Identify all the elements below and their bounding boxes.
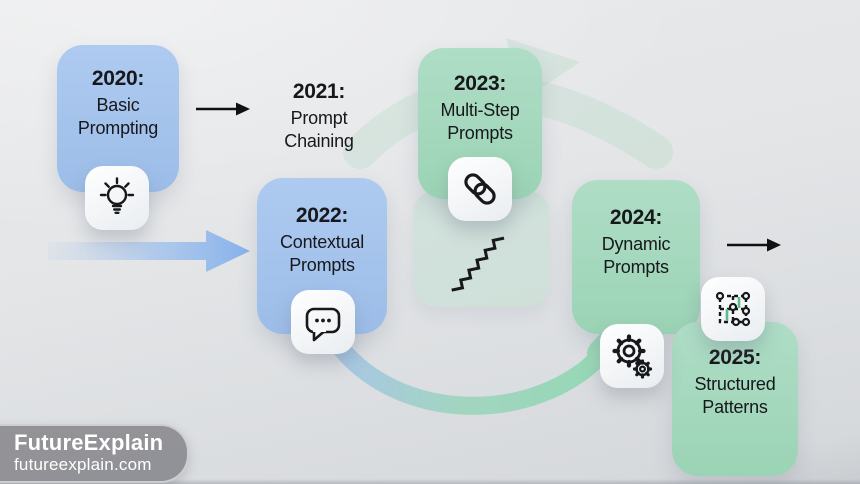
brand-name: FutureExplain — [14, 430, 164, 455]
brand-website: futureexplain.com — [14, 455, 152, 474]
speech-bubble-icon — [291, 290, 355, 354]
card-year: 2023: — [453, 72, 507, 95]
card-year: 2021: — [292, 80, 346, 103]
network-grid-icon — [701, 277, 765, 341]
arrow-2020-to-2021-icon — [196, 102, 250, 116]
card-line1: Contextual — [279, 232, 365, 252]
card-line1: Dynamic — [601, 234, 671, 254]
timeline-card-2022: 2022: Contextual Prompts — [257, 178, 387, 334]
gears-icon — [600, 324, 664, 388]
card-line2: Prompting — [77, 118, 159, 138]
timeline-card-2025: 2025: Structured Patterns — [672, 322, 798, 476]
arrow-2024-to-2025-icon — [727, 238, 781, 252]
card-line1: Structured — [694, 374, 776, 394]
chain-link-icon — [448, 157, 512, 221]
bottom-edge-shadow — [0, 479, 860, 484]
card-year: 2024: — [609, 206, 663, 229]
card-line2: Chaining — [284, 131, 354, 151]
brand-badge: FutureExplain futureexplain.com — [0, 424, 190, 483]
lightbulb-icon — [85, 166, 149, 230]
timeline-text-2021: 2021: Prompt Chaining — [258, 80, 380, 153]
card-year: 2025: — [708, 346, 762, 369]
card-line2: Prompts — [603, 257, 669, 277]
stairs-icon — [436, 222, 520, 303]
card-year: 2020: — [91, 67, 145, 90]
card-line2: Patterns — [702, 397, 768, 417]
card-line1: Multi-Step — [440, 100, 520, 120]
card-line2: Prompts — [447, 123, 513, 143]
card-line1: Basic — [96, 95, 140, 115]
card-year: 2022: — [295, 204, 349, 227]
timeline-card-2024: 2024: Dynamic Prompts — [572, 180, 700, 334]
card-line1: Prompt — [290, 108, 348, 128]
card-line2: Prompts — [289, 255, 355, 275]
